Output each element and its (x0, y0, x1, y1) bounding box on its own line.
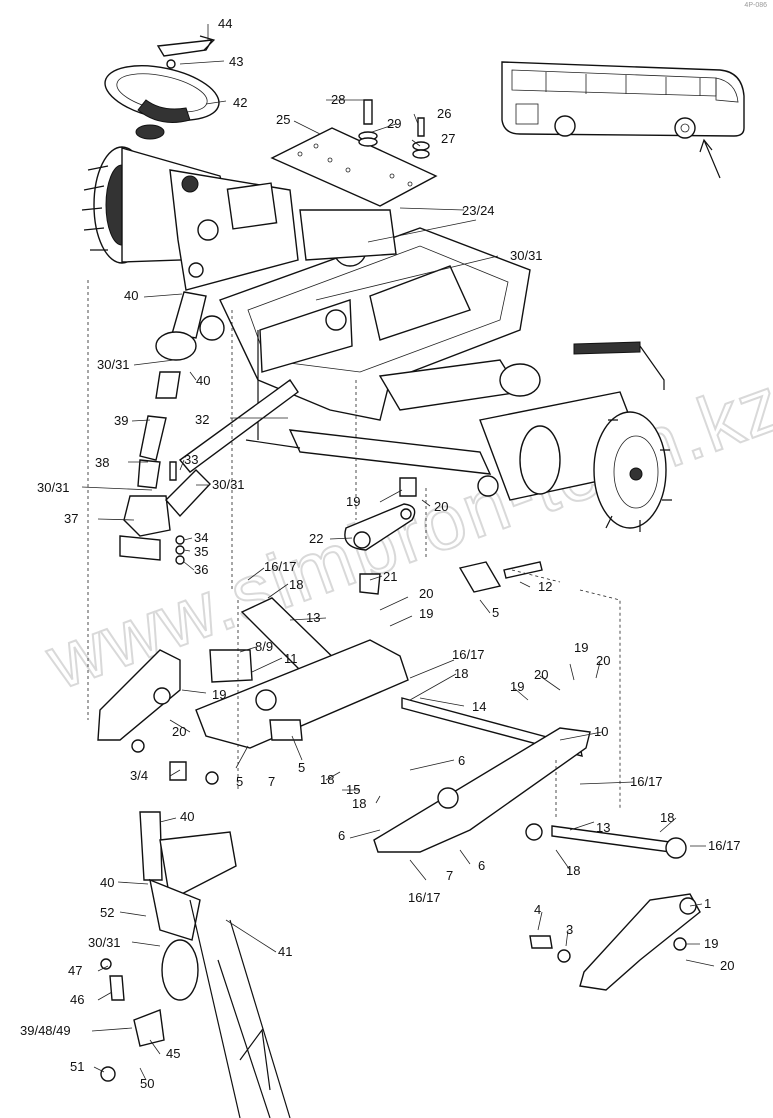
part-number-label: 19 (346, 494, 360, 509)
part-number-label: 30/31 (510, 248, 543, 263)
part-number-label: 18 (289, 577, 303, 592)
part-number-label: 28 (331, 92, 345, 107)
part-number-label: 36 (194, 562, 208, 577)
part-number-label: 11 (284, 651, 298, 666)
part-number-label: 21 (383, 569, 397, 584)
part-number-label: 46 (70, 992, 84, 1007)
part-number-label: 25 (276, 112, 290, 127)
part-number-label: 19 (510, 679, 524, 694)
corner-mark: 4P-086 (744, 2, 767, 9)
part-number-label: 5 (492, 605, 499, 620)
part-number-label: 20 (534, 667, 548, 682)
part-number-label: 16/17 (452, 647, 485, 662)
wheel-hub (477, 363, 672, 532)
part-number-label: 15 (346, 782, 360, 797)
part-number-label: 42 (233, 95, 247, 110)
part-number-label: 18 (320, 772, 334, 787)
part-number-label: 51 (70, 1059, 84, 1074)
part-number-label: 39/48/49 (20, 1023, 71, 1038)
part-number-label: 33 (184, 452, 198, 467)
part-number-label: 5 (236, 774, 243, 789)
part-number-label: 1 (704, 896, 711, 911)
steering-wheel (104, 35, 220, 140)
part-number-label: 13 (596, 820, 610, 835)
part-number-label: 8/9 (255, 639, 273, 654)
part-number-label: 18 (352, 796, 366, 811)
part-number-label: 13 (306, 610, 320, 625)
part-number-label: 32 (195, 412, 209, 427)
part-number-label: 47 (68, 963, 82, 978)
part-number-label: 30/31 (37, 480, 70, 495)
part-number-label: 19 (704, 936, 718, 951)
part-number-label: 16/17 (408, 890, 441, 905)
part-number-label: 6 (458, 753, 465, 768)
part-number-label: 7 (446, 868, 453, 883)
column-detail (100, 811, 291, 1118)
part-number-label: 20 (172, 724, 186, 739)
part-number-label: 20 (596, 653, 610, 668)
part-number-label: 40 (180, 809, 194, 824)
part-number-label: 40 (100, 875, 114, 890)
part-number-label: 44 (218, 16, 232, 31)
part-number-label: 6 (478, 858, 485, 873)
part-number-label: 16/17 (630, 774, 663, 789)
linkage (97, 597, 701, 991)
part-number-label: 43 (229, 54, 243, 69)
bus-inset (501, 61, 745, 179)
part-number-label: 12 (538, 579, 552, 594)
part-number-label: 35 (194, 544, 208, 559)
part-number-label: 40 (196, 373, 210, 388)
part-number-label: 50 (140, 1076, 154, 1091)
part-number-label: 41 (278, 944, 292, 959)
part-number-label: 27 (441, 131, 455, 146)
part-number-label: 14 (472, 699, 486, 714)
part-number-label: 40 (124, 288, 138, 303)
part-number-label: 5 (298, 760, 305, 775)
part-number-label: 20 (434, 499, 448, 514)
subframe (178, 209, 665, 475)
part-number-label: 37 (64, 511, 78, 526)
part-number-label: 22 (309, 531, 323, 546)
part-number-label: 6 (338, 828, 345, 843)
part-number-label: 20 (720, 958, 734, 973)
part-number-label: 26 (437, 106, 451, 121)
leader-lines (81, 24, 715, 1081)
part-number-label: 16/17 (264, 559, 297, 574)
part-number-label: 29 (387, 116, 401, 131)
part-number-label: 10 (594, 724, 608, 739)
part-number-label: 30/31 (88, 935, 121, 950)
part-number-label: 16/17 (708, 838, 741, 853)
part-number-label: 38 (95, 455, 109, 470)
part-number-label: 18 (566, 863, 580, 878)
part-number-label: 3/4 (130, 768, 148, 783)
part-number-label: 30/31 (97, 357, 130, 372)
mounting-plate (270, 99, 438, 207)
part-number-label: 3 (566, 922, 573, 937)
part-number-label: 30/31 (212, 477, 245, 492)
part-number-label: 23/24 (462, 203, 495, 218)
part-number-label: 18 (660, 810, 674, 825)
part-number-label: 34 (194, 530, 208, 545)
part-number-label: 20 (419, 586, 433, 601)
part-number-label: 45 (166, 1046, 180, 1061)
part-number-label: 19 (212, 687, 226, 702)
part-number-label: 52 (100, 905, 114, 920)
part-number-label: 4 (534, 902, 541, 917)
part-number-label: 19 (574, 640, 588, 655)
part-number-label: 39 (114, 413, 128, 428)
pitman-arm (344, 477, 543, 595)
part-number-label: 18 (454, 666, 468, 681)
steering-column (119, 291, 211, 565)
part-number-label: 7 (268, 774, 275, 789)
steering-gearbox (81, 146, 299, 291)
part-number-label: 19 (419, 606, 433, 621)
